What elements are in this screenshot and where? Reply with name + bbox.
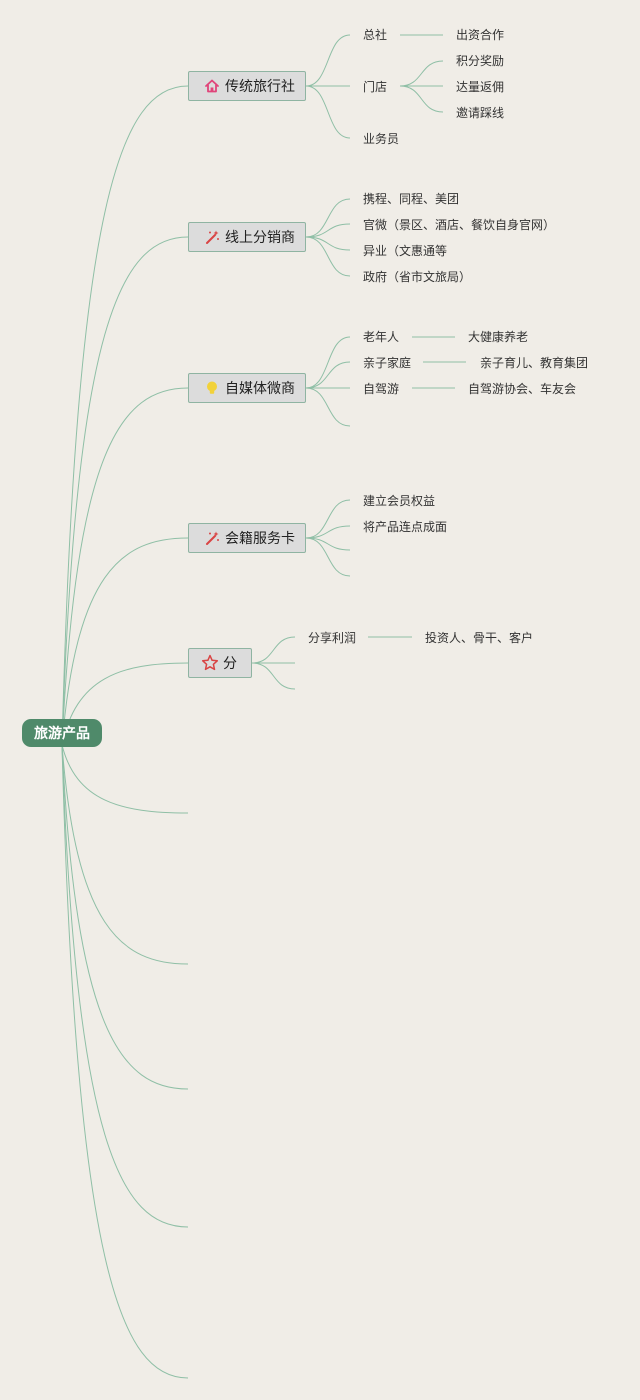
topic-label: 分 — [223, 656, 237, 672]
leaf-salesperson: 业务员 — [363, 132, 400, 146]
topic-item-connector — [305, 336, 351, 389]
topic-label: 线上分销商 — [225, 230, 295, 246]
leaf-site-inspection-invite: 邀请踩线 — [456, 106, 505, 120]
topic-item-connector — [305, 198, 351, 238]
leaf-self-drive: 自驾游 — [363, 382, 400, 396]
root-branch-connector — [61, 744, 189, 1090]
leaf-ctrip-tongcheng-meituan: 携程、同程、美团 — [363, 192, 460, 206]
leaf-profit-sharing: 分享利润 — [308, 631, 357, 645]
root-branch-connector — [61, 387, 189, 746]
topic-traditional-agency[interactable]: 传统旅行社 — [188, 71, 306, 101]
leaf-government: 政府（省市文旅局） — [363, 270, 472, 284]
topic-item-connector — [399, 60, 444, 87]
root-topic[interactable]: 旅游产品 — [22, 719, 102, 747]
root-branch-connector — [61, 744, 189, 965]
topic-label: 传统旅行社 — [225, 79, 295, 95]
leaf-cross-industry: 异业（文惠通等 — [363, 244, 448, 258]
topic-item-connector — [305, 499, 351, 539]
magic-wand-icon — [203, 529, 221, 547]
topic-membership-card[interactable]: 会籍服务卡 — [188, 523, 306, 553]
root-branch-connector — [61, 85, 189, 746]
star-icon — [201, 654, 219, 672]
leaf-health-elderly-care: 大健康养老 — [468, 330, 529, 344]
root-branch-connector — [61, 236, 189, 746]
topic-item-connector — [305, 236, 351, 277]
topic-item-connector — [305, 223, 351, 238]
root-branch-connector — [61, 744, 189, 1379]
topic-item-connector — [305, 361, 351, 389]
leaf-investment-cooperation: 出资合作 — [456, 28, 505, 42]
house-icon — [203, 77, 221, 95]
topic-we-media-merchants[interactable]: 自媒体微商 — [188, 373, 306, 403]
topic-item-connector — [305, 387, 351, 427]
topic-item-connector — [251, 636, 296, 664]
leaf-volume-rebate: 达量返佣 — [456, 80, 505, 94]
leaf-elderly: 老年人 — [363, 330, 400, 344]
leaf-official-wechat: 官微（景区、酒店、餐饮自身官网） — [363, 218, 556, 232]
topic-item-connector — [305, 34, 351, 87]
leaf-parent-child-family: 亲子家庭 — [363, 356, 412, 370]
topic-item-connector — [305, 537, 351, 551]
topic-label: 会籍服务卡 — [225, 531, 295, 547]
topic-label: 自媒体微商 — [225, 381, 295, 397]
topic-item-connector — [305, 85, 351, 139]
topic-item-connector — [251, 662, 296, 690]
root-branch-connector — [61, 744, 189, 814]
topic-share[interactable]: 分 — [188, 648, 252, 678]
magic-wand-icon — [203, 228, 221, 246]
topic-item-connector — [399, 85, 444, 113]
leaf-self-drive-association: 自驾游协会、车友会 — [468, 382, 577, 396]
leaf-connect-products: 将产品连点成面 — [363, 520, 448, 534]
topic-item-connector — [305, 525, 351, 539]
lightbulb-icon — [203, 379, 221, 397]
root-branch-connector — [61, 537, 189, 746]
leaf-head-office: 总社 — [363, 28, 388, 42]
topic-item-connector — [305, 236, 351, 251]
topic-item-connector — [305, 537, 351, 577]
leaf-store: 门店 — [363, 80, 388, 94]
leaf-member-rights: 建立会员权益 — [363, 494, 436, 508]
leaf-investors-backbone-customers: 投资人、骨干、客户 — [425, 631, 534, 645]
leaf-points-reward: 积分奖励 — [456, 54, 505, 68]
root-branch-connector — [61, 744, 189, 1228]
leaf-parenting-education-group: 亲子育儿、教育集团 — [480, 356, 589, 370]
topic-online-distributors[interactable]: 线上分销商 — [188, 222, 306, 252]
